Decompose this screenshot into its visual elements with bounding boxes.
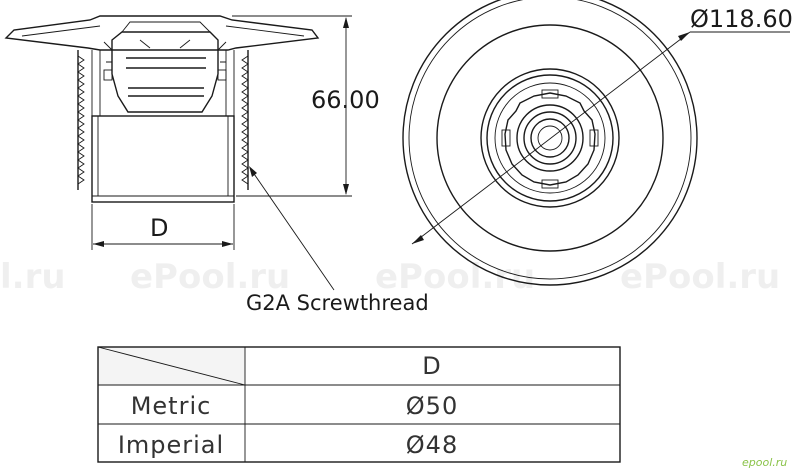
diameter-dimension-line: [411, 31, 691, 245]
ring-notch-top: [541, 89, 559, 99]
flange-outline: [4, 15, 320, 51]
hub-outer-circle: [480, 68, 620, 208]
diameter-arrow-upper: [678, 32, 690, 41]
eyeball-outer-circle: [516, 104, 584, 172]
ring-notch-right: [589, 129, 599, 147]
notched-ring: [504, 92, 596, 186]
table-header-d: D: [422, 352, 441, 380]
d-extension-lines: [91, 204, 235, 250]
thread-leader-arrow: [249, 166, 257, 177]
thread-callout-label: G2A Screwthread: [246, 291, 429, 315]
nozzle-bands: [126, 57, 206, 97]
nozzle-cap: [121, 21, 211, 33]
diameter-arrow-lower: [412, 235, 424, 244]
flange-inner-line: [21, 25, 305, 37]
outer-rim-inner-circle: [408, 0, 692, 280]
d-dimension: D: [91, 204, 235, 250]
corner-logo: epool.ru: [742, 456, 787, 469]
thread-teeth-right: [241, 55, 249, 185]
diameter-dimension: Ø118.60: [411, 5, 793, 245]
eyeball-mid-circle: [523, 111, 577, 165]
ring-notch-left: [501, 129, 511, 147]
inner-wall-right: [225, 50, 235, 116]
size-table: D Metric Ø50 Imperial Ø48: [97, 346, 621, 463]
diameter-dimension-label: Ø118.60: [690, 5, 793, 33]
watermark-4: ePool.ru: [620, 257, 780, 297]
d-arrow-right: [222, 241, 233, 247]
thread-leader-line: [249, 167, 335, 291]
height-arrow-bottom: [343, 184, 349, 195]
nozzle-slot-left: [103, 69, 113, 81]
side-section-view: [4, 15, 320, 203]
table-grid-lines: [98, 347, 620, 462]
height-dimension: 66.00: [232, 15, 380, 197]
nozzle-details: [103, 39, 227, 63]
table-border: [97, 346, 621, 463]
watermark-3: ePool.ru: [375, 257, 535, 297]
height-arrow-top: [343, 17, 349, 28]
watermark-1: l.ru: [0, 257, 66, 297]
d-dimension-label: D: [150, 214, 168, 242]
nozzle-slot-right: [217, 69, 227, 81]
table-header-hatch: [97, 346, 246, 386]
eyeball-inner-circle: [530, 118, 570, 158]
table-row-metric-value: Ø50: [406, 392, 458, 420]
sleeve-inner-lines: [92, 116, 234, 197]
thread-callout: G2A Screwthread: [246, 166, 429, 315]
inner-wall-left: [91, 50, 101, 116]
nozzle-bore-circle: [537, 125, 563, 151]
table-row-imperial-value: Ø48: [406, 431, 458, 459]
hub-inner-circle: [494, 82, 606, 194]
nozzle-body: [111, 31, 219, 113]
lower-sleeve: [91, 115, 235, 203]
table-row-imperial-label: Imperial: [118, 431, 224, 459]
outer-rim-circle: [402, 0, 698, 286]
front-view: [402, 0, 698, 286]
height-dimension-label: 66.00: [311, 86, 380, 114]
d-arrow-left: [93, 241, 104, 247]
height-extension-lines: [232, 15, 352, 197]
hub-ring-circle: [486, 74, 614, 202]
watermark-layer: l.ru ePool.ru ePool.ru ePool.ru: [0, 257, 780, 297]
table-row-metric-label: Metric: [131, 392, 212, 420]
ring-notch-bottom: [541, 179, 559, 189]
face-circle: [436, 24, 664, 252]
thread-teeth-left: [77, 55, 85, 185]
watermark-2: ePool.ru: [130, 257, 290, 297]
